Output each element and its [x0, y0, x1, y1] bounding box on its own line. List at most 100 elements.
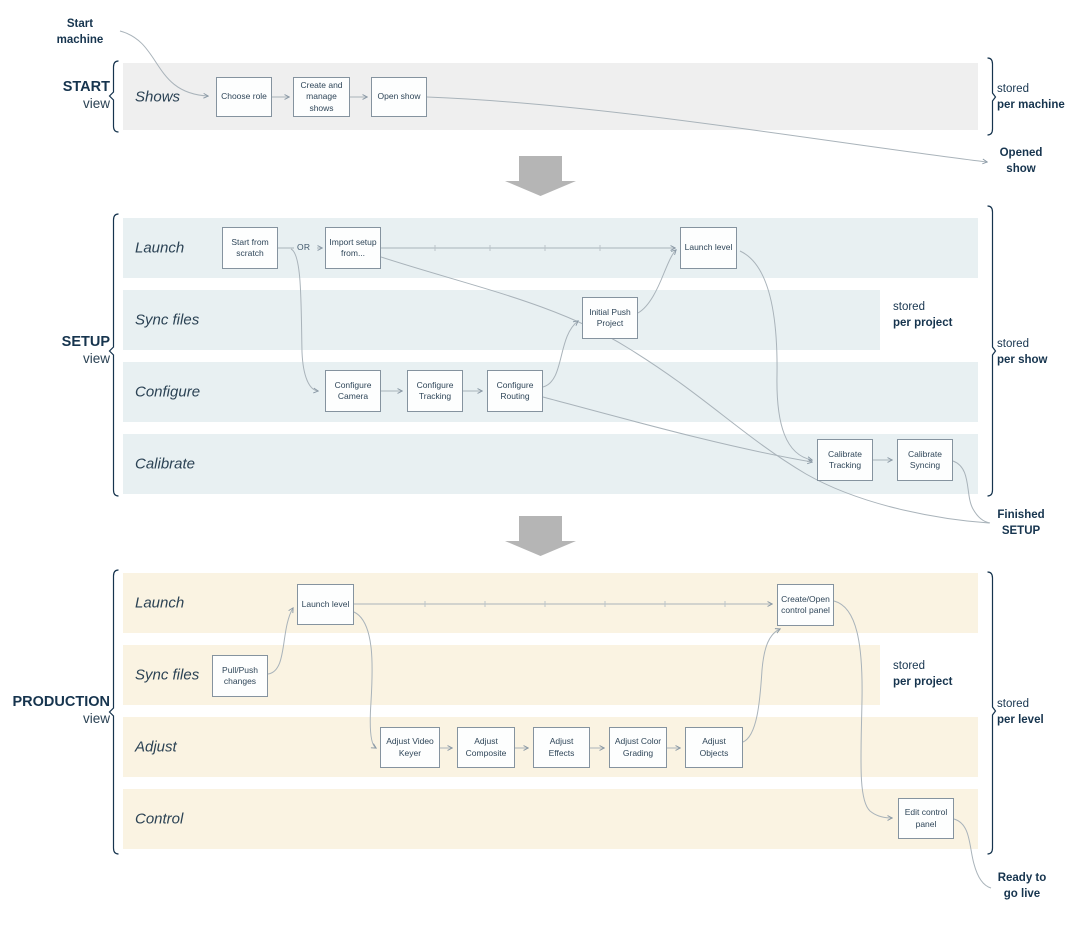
node-create-manage-shows: Create and manage shows [293, 77, 350, 117]
node-pull-push-changes: Pull/Push changes [212, 655, 268, 697]
stored-per-level: stored per level [997, 697, 1044, 728]
annotation-ready-to-go-live: Ready to go live [997, 872, 1047, 900]
node-open-show-label: Open show [377, 91, 421, 102]
lane-setup-calibrate-label: Calibrate [135, 455, 196, 473]
node-adjust-objects-label: Adjust Objects [699, 736, 729, 758]
edge-start-machine-to-choose-role [119, 30, 210, 99]
lane-production-control-label: Control [135, 810, 184, 828]
node-configure-routing: Configure Routing [487, 370, 543, 412]
edge-calibrate-syncing-to-finished-setup [952, 460, 991, 524]
node-adjust-composite-label: Adjust Composite [465, 736, 507, 758]
lane-setup-configure: Configure [123, 362, 978, 422]
side-label-setup-view: SETUP view [0, 334, 110, 367]
edge-or-junction-to-configure-camera [290, 248, 320, 394]
node-adjust-color-grading-label: Adjust Color Grading [614, 736, 662, 758]
edge-pull-push-changes-to-launch-level [267, 606, 294, 675]
annotation-start-machine: Start machine [56, 18, 104, 46]
stored-per-machine-line1: stored [997, 83, 1029, 95]
stored-per-machine-line2: per machine [997, 98, 1065, 111]
lane-production-control: Control [123, 789, 978, 849]
node-calibrate-tracking: Calibrate Tracking [817, 439, 873, 481]
node-launch-level-setup: Launch level [680, 227, 737, 269]
annotation-finished-setup: Finished SETUP [997, 509, 1045, 537]
node-create-open-control-panel: Create/Open control panel [777, 584, 834, 626]
side-label-setup: SETUP [61, 334, 110, 350]
bracket-production-left [108, 569, 119, 855]
node-edit-control-panel: Edit control panel [898, 798, 954, 839]
node-calibrate-syncing-label: Calibrate Syncing [907, 448, 943, 470]
section-arrow-start-to-setup-icon [505, 156, 576, 196]
side-label-production-sub: view [82, 711, 110, 727]
edge-edit-control-panel-to-ready-to-go-live [953, 818, 992, 889]
node-adjust-objects: Adjust Objects [685, 727, 743, 768]
edge-configure-routing-to-initial-push-project [542, 320, 579, 388]
stored-production-per-project-line1: stored [893, 660, 925, 672]
side-label-production: PRODUCTION [12, 694, 110, 710]
node-adjust-video-keyer: Adjust Video Keyer [380, 727, 440, 768]
lane-setup-sync-files: Sync files [123, 290, 880, 350]
node-initial-push-project-label: Initial Push Project [589, 306, 631, 328]
node-configure-tracking: Configure Tracking [407, 370, 463, 412]
node-import-setup-from-label: Import setup from... [329, 236, 377, 258]
stored-setup-per-project: stored per project [893, 300, 952, 331]
lane-production-launch: Launch [123, 573, 978, 633]
node-pull-push-changes-label: Pull/Push changes [222, 664, 258, 686]
node-configure-routing-label: Configure Routing [496, 379, 534, 401]
node-edit-control-panel-label: Edit control panel [904, 807, 948, 829]
bracket-production-right [987, 571, 997, 855]
edge-initial-push-project-to-launch-level [637, 249, 677, 314]
lane-setup-configure-label: Configure [135, 383, 201, 401]
side-label-start-view: START view [0, 79, 110, 112]
node-import-setup-from: Import setup from... [325, 227, 381, 269]
stored-production-per-project: stored per project [893, 659, 952, 690]
edge-launch-level-to-adjust-video-keyer [353, 611, 378, 749]
bracket-setup-right [987, 205, 997, 497]
side-label-start-sub: view [82, 96, 110, 112]
node-calibrate-syncing: Calibrate Syncing [897, 439, 953, 481]
stored-per-show: stored per show [997, 337, 1047, 368]
bracket-start-left [108, 60, 119, 133]
node-configure-camera-label: Configure Camera [334, 379, 372, 401]
edge-open-show-to-opened-show [426, 96, 989, 165]
stored-per-show-line2: per show [997, 353, 1048, 366]
stored-per-show-line1: stored [997, 338, 1029, 350]
bracket-start-right [987, 57, 997, 136]
lane-shows-label: Shows [135, 88, 181, 105]
lane-production-launch-label: Launch [135, 594, 185, 612]
node-adjust-video-keyer-label: Adjust Video Keyer [386, 736, 434, 758]
edge-adjust-objects-to-create-open-control-panel [742, 628, 782, 743]
edge-import-setup-to-finished-setup [380, 256, 990, 524]
node-configure-tracking-label: Configure Tracking [416, 379, 454, 401]
lane-production-adjust-label: Adjust [135, 738, 177, 756]
side-label-start: START [62, 79, 110, 95]
node-create-open-control-panel-label: Create/Open control panel [781, 593, 830, 615]
stored-per-level-line2: per level [997, 713, 1044, 726]
node-adjust-effects: Adjust Effects [533, 727, 590, 768]
side-label-setup-sub: view [82, 351, 110, 367]
bracket-setup-left [108, 213, 119, 497]
node-choose-role-label: Choose role [221, 91, 267, 102]
lane-setup-sync-files-label: Sync files [135, 311, 200, 329]
node-start-from-scratch: Start from scratch [222, 227, 278, 269]
node-adjust-effects-label: Adjust Effects [548, 736, 575, 758]
edge-create-open-to-edit-control-panel [833, 600, 894, 821]
stored-production-per-project-line2: per project [893, 675, 953, 688]
node-start-from-scratch-label: Start from scratch [231, 236, 269, 258]
node-adjust-composite: Adjust Composite [457, 727, 515, 768]
node-configure-camera: Configure Camera [325, 370, 381, 412]
node-calibrate-tracking-label: Calibrate Tracking [827, 448, 863, 470]
node-open-show: Open show [371, 77, 427, 117]
lane-setup-launch-label: Launch [135, 239, 185, 257]
edge-configure-routing-to-calibrate-tracking [542, 396, 814, 465]
node-choose-role: Choose role [216, 77, 272, 117]
lane-production-sync-files-label: Sync files [135, 666, 200, 684]
node-initial-push-project: Initial Push Project [582, 297, 638, 339]
node-launch-level-production-label: Launch level [301, 598, 350, 609]
stored-setup-per-project-line2: per project [893, 316, 953, 329]
annotation-opened-show: Opened show [999, 147, 1043, 175]
node-launch-level-production: Launch level [297, 584, 354, 625]
section-arrow-setup-to-production-icon [505, 516, 576, 556]
connector-ticks [424, 245, 726, 607]
